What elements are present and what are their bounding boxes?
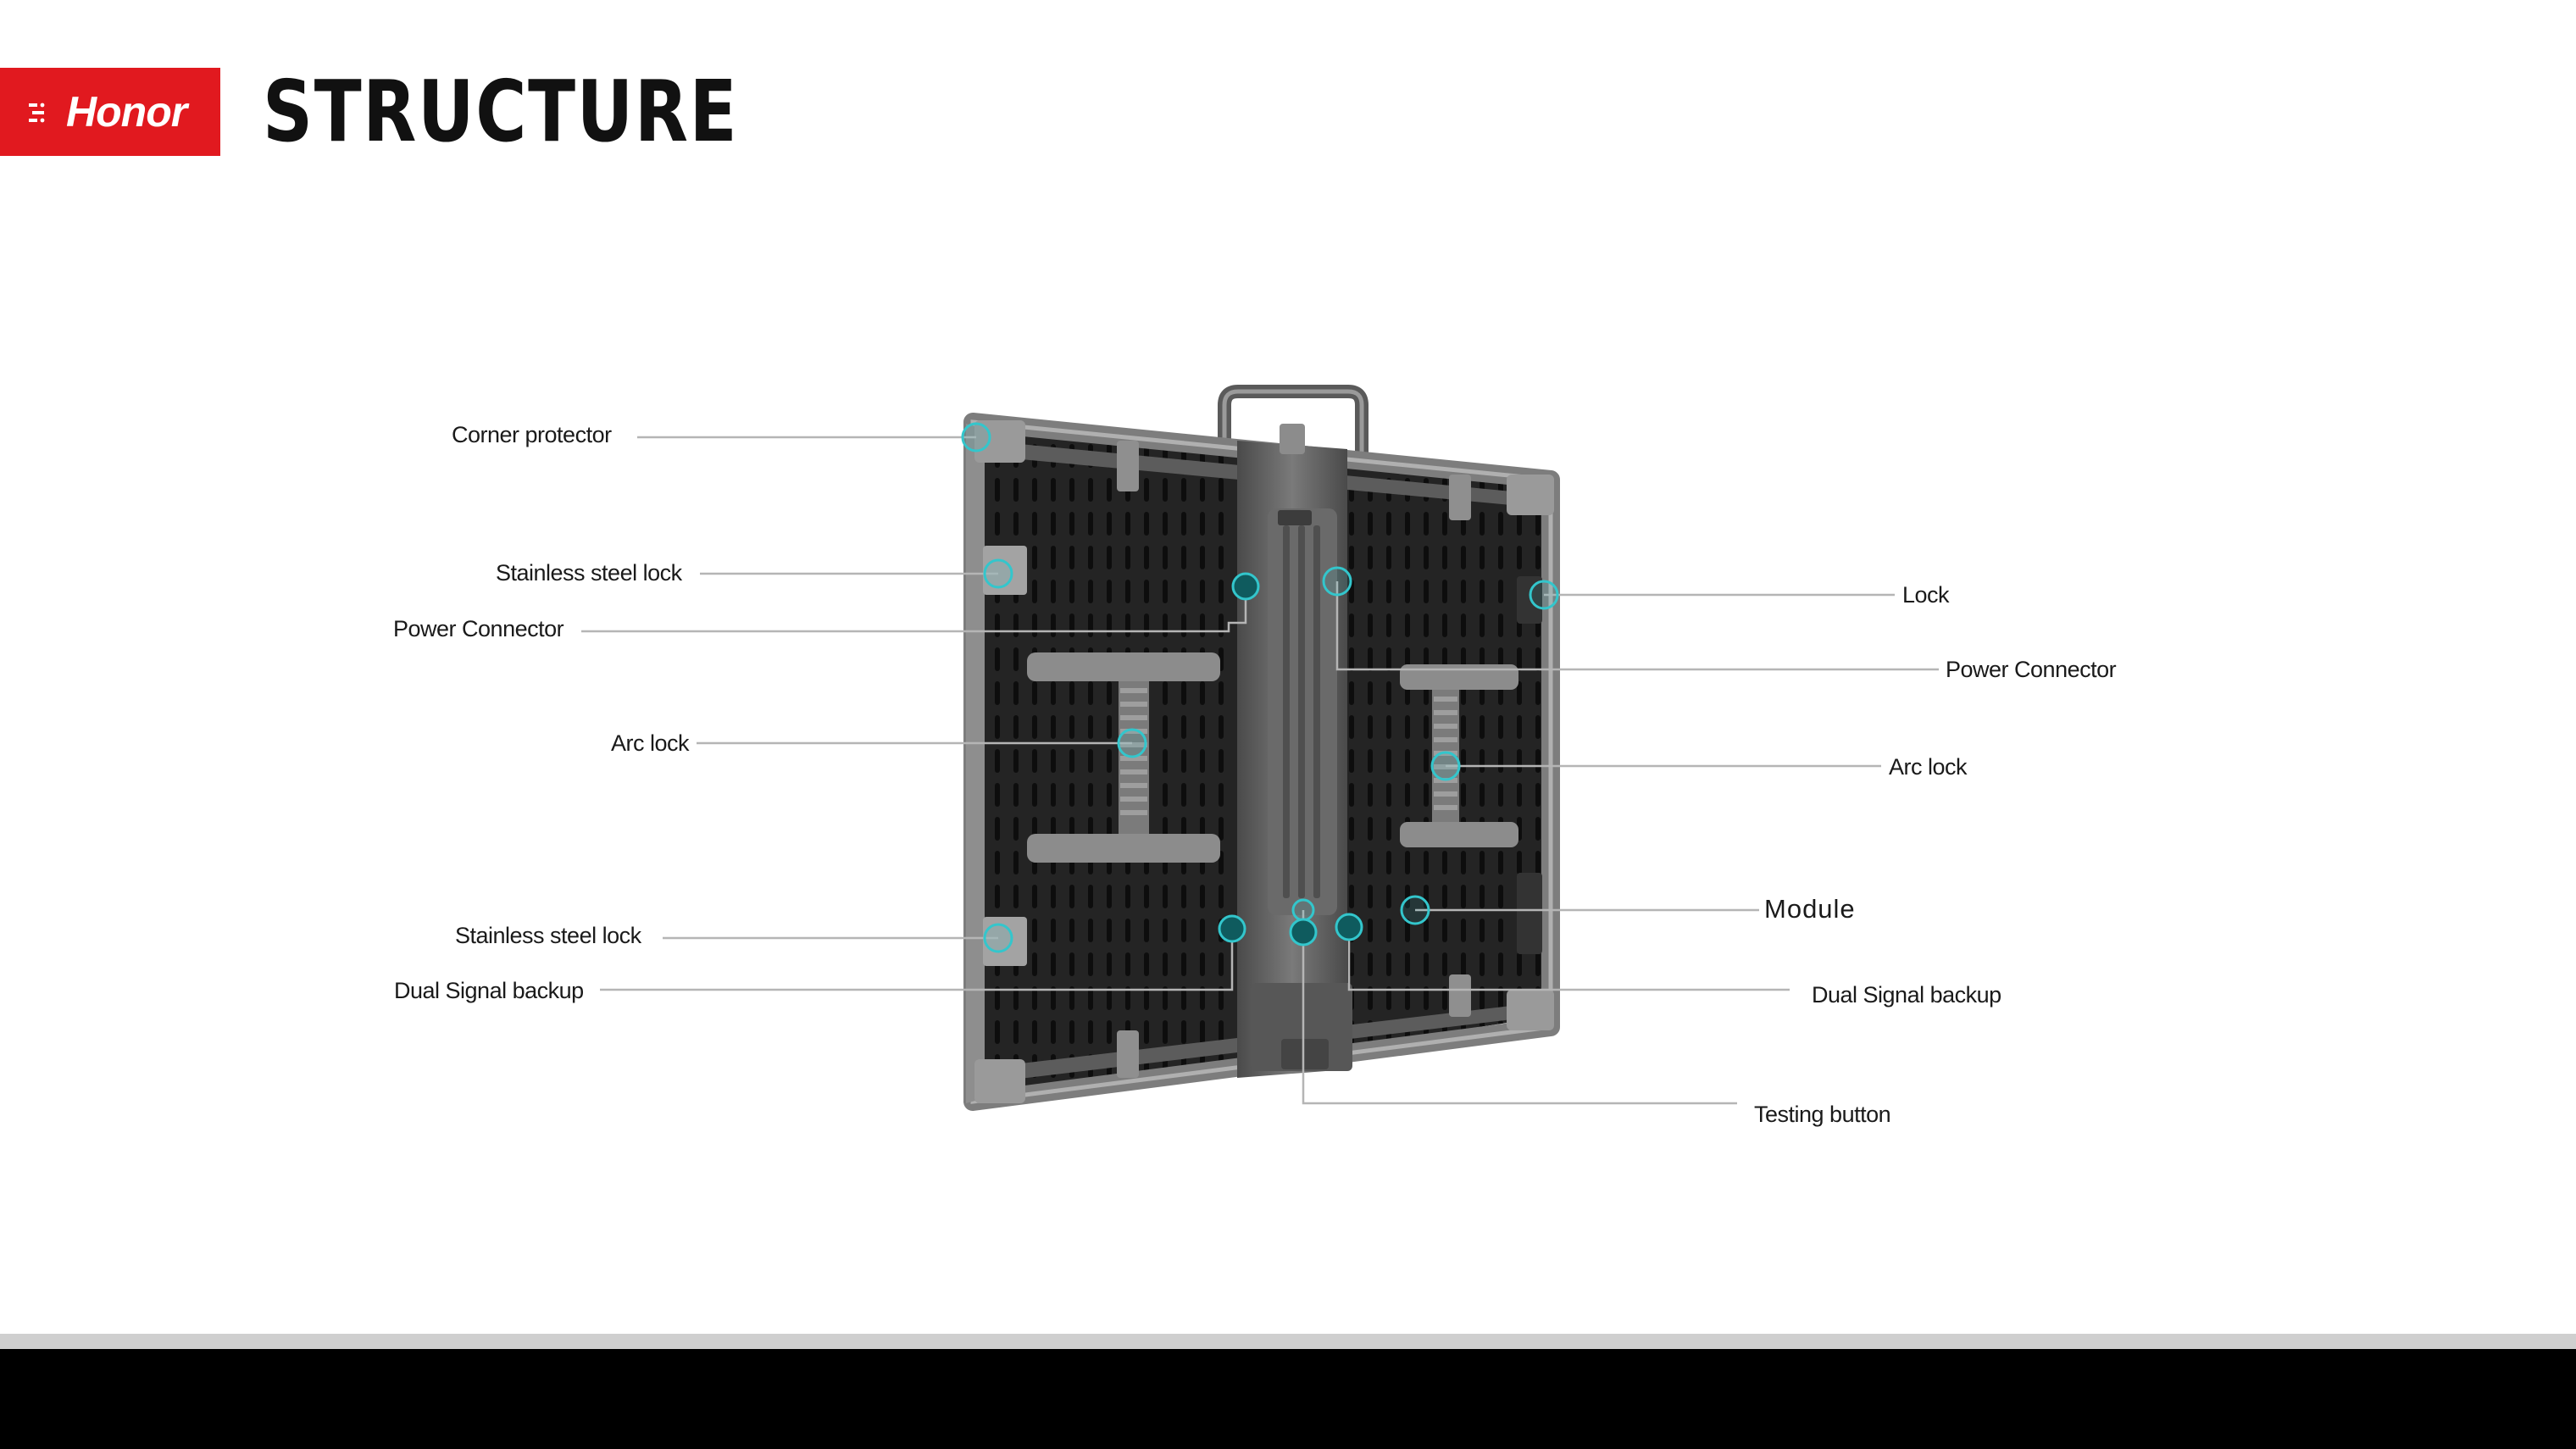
callout-arc-lock-right: Arc lock [1889, 754, 1968, 780]
page-title: STRUCTURE [263, 62, 739, 161]
brand-logo: Honor [0, 68, 220, 156]
callout-dual-signal-backup-right: Dual Signal backup [1812, 982, 2001, 1008]
callout-stainless-steel-lock-top: Stainless steel lock [496, 560, 682, 586]
callout-testing-button: Testing button [1754, 1102, 1891, 1127]
callout-stainless-steel-lock-bottom: Stainless steel lock [455, 923, 641, 948]
callout-corner-protector: Corner protector [452, 422, 612, 447]
callout-lock: Lock [1902, 582, 1950, 608]
speed-lines-icon [29, 103, 45, 123]
led-cabinet [963, 385, 1560, 1111]
callout-dual-signal-backup-left: Dual Signal backup [394, 978, 584, 1003]
callout-power-connector-right: Power Connector [1946, 657, 2117, 682]
leader-lines [581, 436, 1939, 1105]
footer-bar [0, 1349, 2576, 1449]
callout-module: Module [1764, 894, 1856, 924]
brand-name: Honor [66, 88, 187, 136]
callout-power-connector-left: Power Connector [393, 616, 564, 641]
callout-markers [961, 422, 1559, 953]
callout-arc-lock-left: Arc lock [611, 730, 690, 756]
footer-stripe [0, 1334, 2576, 1349]
